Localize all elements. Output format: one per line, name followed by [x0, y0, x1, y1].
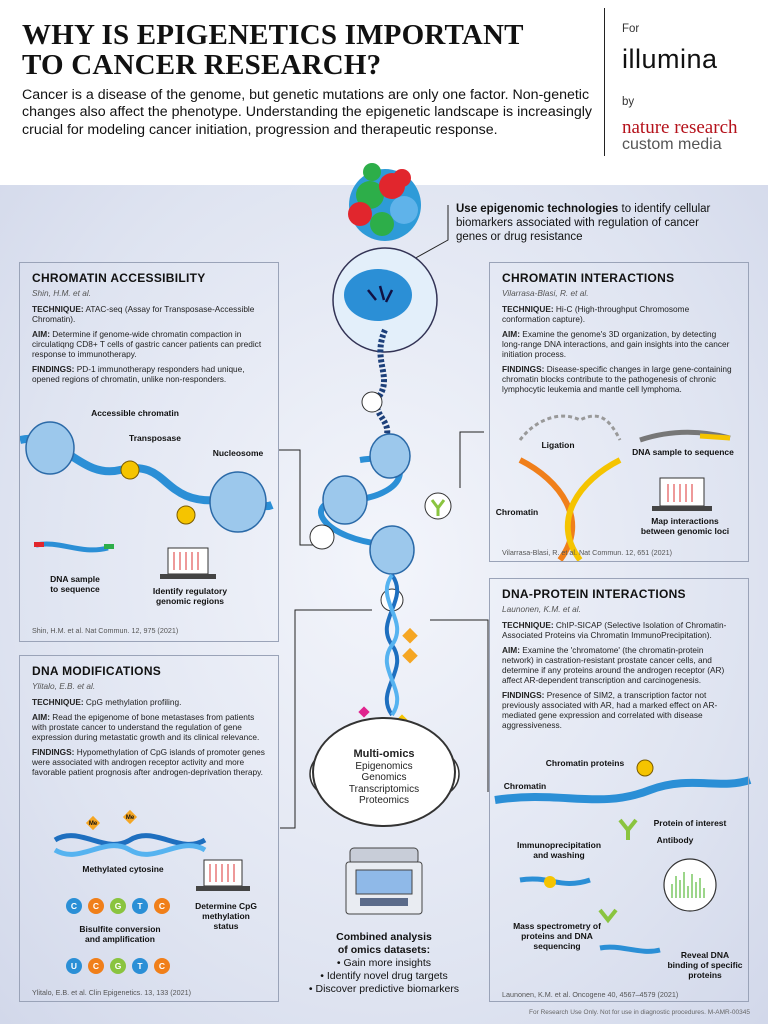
label-bisulfite: Bisulfite conversion and amplification — [79, 924, 161, 944]
cell-nucleus-icon — [332, 247, 438, 353]
findings-text: FINDINGS: Presence of SIM2, a transcript… — [502, 690, 718, 730]
multi-omics-circle — [312, 717, 456, 827]
page-title: WHY IS EPIGENETICS IMPORTANT TO CANCER R… — [22, 19, 524, 81]
card-authors: Vilarrasa-Blasi, R. et al. — [502, 288, 589, 298]
card-authors: Ylitalo, E.B. et al. — [32, 681, 96, 691]
custom-media-logo: custom media — [622, 136, 722, 153]
label-ligation: Ligation — [541, 440, 575, 450]
base-letter: C — [158, 901, 166, 911]
omics-item: Proteomics — [358, 795, 409, 806]
citation-interactions: Vilarrasa-Blasi, R. et al. Nat Commun. 1… — [502, 548, 673, 557]
central-nucleosomes — [322, 433, 415, 575]
tumor-cell-cluster-icon — [348, 163, 421, 241]
label-accessible-chromatin: Accessible chromatin — [91, 408, 179, 418]
header: WHY IS EPIGENETICS IMPORTANT TO CANCER R… — [0, 0, 768, 185]
bisulfite-bases — [66, 898, 170, 974]
combined-item: • Discover predictive biomarkers — [308, 983, 460, 995]
epigenomic-technologies-callout: Use epigenomic technologies to identify … — [456, 203, 711, 243]
label-antibody: Antibody — [656, 835, 694, 845]
label-chromatin-proteins: Chromatin proteins — [545, 758, 625, 768]
aim-text: AIM: Examine the genome's 3D organizatio… — [502, 329, 730, 359]
base-letter: T — [137, 961, 143, 971]
label-identify-regions: Identify regulatory genomic regions — [152, 586, 228, 606]
card-authors: Shin, H.M. et al. — [32, 288, 92, 298]
label-methyl-tag-2: Me — [125, 815, 135, 821]
omics-item: Transcriptomics — [348, 783, 420, 795]
label-mass-spec: Mass spectrometry of proteins and DNA se… — [513, 921, 601, 951]
for-label: For — [622, 23, 640, 35]
omics-item: Genomics — [361, 772, 407, 783]
label-dna-sample: DNA sample to sequence — [50, 574, 100, 594]
citation-accessibility: Shin, H.M. et al. Nat Commun. 12, 975 (2… — [32, 626, 179, 635]
citation-modifications: Ylitalo, E.B. et al. Clin Epigenetics. 1… — [32, 988, 192, 997]
multi-omics-text: Multi-omics Epigenomics Genomics Transcr… — [330, 748, 438, 807]
base-letter: C — [92, 901, 100, 911]
sequencer-instrument-icon — [345, 847, 423, 915]
base-letter: G — [114, 901, 122, 911]
accessibility-illustration — [19, 421, 274, 579]
label-transposase: Transposase — [129, 433, 181, 443]
technique-text: TECHNIQUE: CpG methylation profiling. — [32, 697, 182, 707]
label-immunoprecipitation: Immunoprecipitation and washing — [516, 840, 602, 860]
connector-lines — [278, 205, 489, 829]
technique-text: TECHNIQUE: Hi-C (High-throughput Chromos… — [502, 304, 690, 324]
label-chromatin: Chromatin — [495, 507, 539, 517]
base-letter: C — [158, 961, 166, 971]
combined-analysis: Combined analysis of omics datasets: • G… — [296, 931, 472, 996]
findings-text: FINDINGS: PD-1 immunotherapy responders … — [32, 364, 245, 384]
brand-divider — [604, 8, 605, 156]
label-nucleosome: Nucleosome — [212, 448, 264, 458]
label-methyl-tag-1: Me — [88, 821, 98, 827]
findings-text: FINDINGS: Hypomethylation of CpG islands… — [32, 747, 265, 777]
card-title: DNA-PROTEIN INTERACTIONS — [502, 587, 686, 601]
intro-paragraph: Cancer is a disease of the genome, but g… — [22, 87, 592, 138]
card-authors: Launonen, K.M. et al. — [502, 604, 581, 614]
label-dna-sample-sequence: DNA sample to sequence — [632, 447, 734, 457]
base-letter: C — [92, 961, 100, 971]
chromatin-accessibility-card: CHROMATIN ACCESSIBILITY Shin, H.M. et al… — [19, 262, 279, 642]
interactions-illustration — [518, 414, 731, 562]
aim-text: AIM: Examine the 'chromatome' (the chrom… — [502, 645, 725, 685]
label-map-interactions: Map interactions between genomic loci — [640, 516, 730, 536]
label-determine-cpg: Determine CpG methylation status — [195, 901, 257, 931]
aim-text: AIM: Determine if genome-wide chromatin … — [32, 329, 262, 359]
aim-text: AIM: Read the epigenome of bone metastas… — [32, 712, 260, 742]
base-letter: T — [137, 901, 143, 911]
illumina-logo: illumina — [622, 44, 718, 74]
base-letter: U — [70, 961, 78, 971]
label-reveal-dna: Reveal DNA binding of specific proteins — [667, 950, 743, 980]
base-letter: G — [114, 961, 122, 971]
combined-item: • Gain more insights — [336, 957, 432, 969]
label-protein-of-interest: Protein of interest — [653, 818, 727, 828]
label-methylated-cytosine: Methylated cytosine — [82, 864, 164, 874]
modifications-illustration — [53, 809, 250, 891]
footnote: For Research Use Only. Not for use in di… — [529, 1009, 750, 1016]
nature-research-logo: nature research — [622, 117, 738, 138]
combined-title: Combined analysis of omics datasets: — [336, 931, 432, 956]
dna-protein-illustration — [494, 759, 752, 954]
omics-title: Multi-omics — [353, 748, 415, 760]
card-title: DNA MODIFICATIONS — [32, 664, 162, 678]
by-label: by — [622, 96, 635, 108]
label-chromatin-dp: Chromatin — [503, 781, 547, 791]
dna-double-helix — [384, 573, 400, 717]
card-title: CHROMATIN INTERACTIONS — [502, 271, 675, 285]
technique-text: TECHNIQUE: ATAC-seq (Assay for Transposa… — [32, 304, 255, 324]
dna-protein-card: DNA-PROTEIN INTERACTIONS Launonen, K.M. … — [489, 578, 749, 1002]
technique-text: TECHNIQUE: ChIP-SICAP (Selective Isolati… — [502, 620, 727, 640]
base-letter: C — [70, 901, 78, 911]
dna-modifications-card: DNA MODIFICATIONS Ylitalo, E.B. et al. T… — [19, 655, 279, 1002]
card-title: CHROMATIN ACCESSIBILITY — [32, 271, 206, 285]
findings-text: FINDINGS: Disease-specific changes in la… — [502, 364, 732, 394]
omics-item: Epigenomics — [355, 760, 413, 772]
chromatin-interactions-card: CHROMATIN INTERACTIONS Vilarrasa-Blasi, … — [489, 262, 749, 562]
citation-dna-protein: Launonen, K.M. et al. Oncogene 40, 4567–… — [502, 990, 679, 999]
combined-item: • Identify novel drug targets — [320, 970, 448, 982]
